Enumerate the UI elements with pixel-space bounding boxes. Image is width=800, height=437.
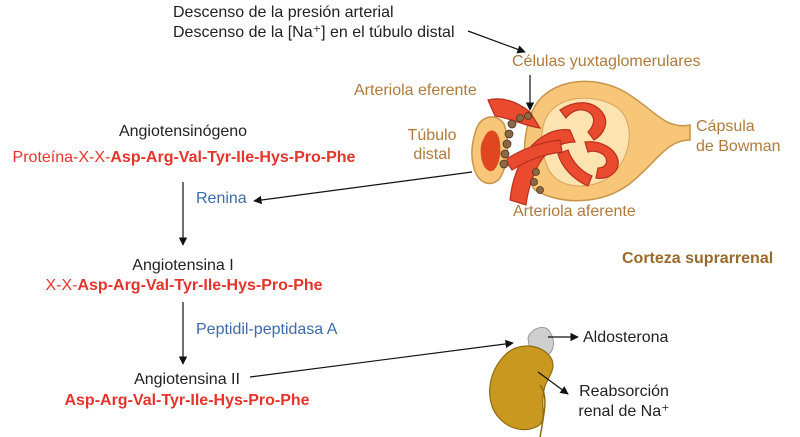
- trigger-sodium-text: Descenso de la [Na⁺] en el túbulo distal: [173, 24, 455, 41]
- bowman-capsule-label-2: de Bowman: [696, 138, 781, 155]
- aldosterone-label: Aldosterona: [583, 329, 669, 346]
- distal-tubule-label-1: Túbulo: [407, 127, 457, 144]
- adrenal-kidney-drawing: [489, 326, 554, 437]
- angiotensinogen-seq-prefix: Proteína-X-X-: [12, 149, 111, 166]
- angiotensin1-name: Angiotensina I: [132, 257, 234, 274]
- reabsorption-label-1: Reabsorción: [579, 383, 669, 400]
- angiotensin2-sequence: Asp-Arg-Val-Tyr-Ile-Hys-Pro-Phe: [64, 392, 310, 409]
- arrow-tubule-to-renin: [253, 171, 473, 205]
- angiotensin2-name: Angiotensina II: [134, 371, 240, 388]
- jg-cells-label: Células yuxtaglomerulares: [512, 53, 701, 70]
- efferent-arteriole-label: Arteriola eferente: [354, 82, 477, 99]
- angiotensin1-seq-bold: Asp-Arg-Val-Tyr-Ile-Hys-Pro-Phe: [77, 277, 323, 294]
- arrows: [178, 30, 579, 395]
- juxtaglomerular-cells-drawing: [499, 112, 544, 194]
- distal-tubule-label-2: distal: [413, 146, 451, 163]
- angiotensinogen-name: Angiotensinógeno: [118, 123, 248, 140]
- afferent-arteriole-label: Arteriola aferente: [513, 203, 636, 220]
- trigger-pressure-text: Descenso de la presión arterial: [173, 4, 394, 21]
- angiotensin1-seq-prefix: X-X-: [45, 277, 78, 294]
- angiotensin1-sequence: X-X-Asp-Arg-Val-Tyr-Ile-Hys-Pro-Phe: [45, 276, 322, 296]
- arrow-trigger-to-jg: [467, 30, 526, 54]
- arrow-adrenal-to-reabsorption: [537, 371, 569, 395]
- reabsorption-label-2: renal de Na⁺: [578, 403, 670, 420]
- arteriole-drawing: [487, 98, 619, 206]
- distal-tubule-drawing: [471, 116, 509, 185]
- angiotensinogen-sequence: Proteína-X-X-Asp-Arg-Val-Tyr-Ile-Hys-Pro…: [13, 148, 356, 168]
- arrow-a2-to-adrenal: [249, 339, 514, 378]
- bowman-capsule-label-1: Cápsula: [696, 118, 755, 135]
- ace-label: Peptidil-peptidasa A: [196, 321, 338, 338]
- adrenal-cortex-title: Corteza suprarrenal: [622, 250, 774, 267]
- renin-label: Renina: [196, 190, 247, 207]
- angiotensinogen-seq-bold: Asp-Arg-Val-Tyr-Ile-Hys-Pro-Phe: [110, 149, 356, 166]
